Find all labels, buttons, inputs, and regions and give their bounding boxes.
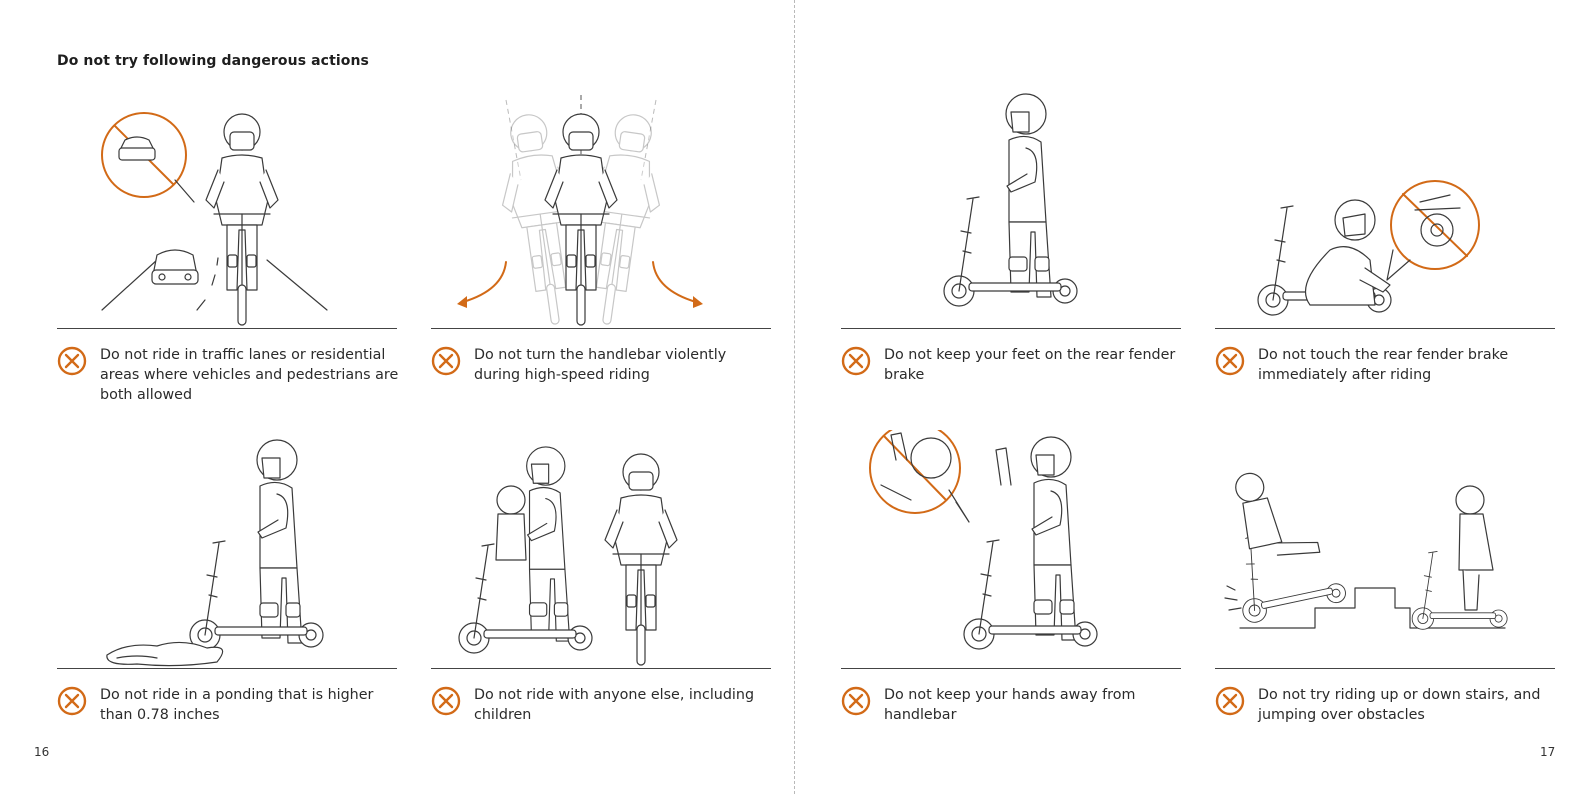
warning-caption: Do not turn the handlebar violently duri… — [474, 347, 727, 383]
ground-line — [431, 328, 771, 329]
warning-caption: Do not keep your hands away from handleb… — [884, 687, 1136, 723]
warning-caption: Do not keep your feet on the rear fender… — [884, 347, 1176, 383]
stairs-jumping-illustration — [1224, 472, 1508, 630]
prohibited-x-circle-icon — [841, 346, 871, 376]
prohibited-x-circle-icon — [1215, 346, 1245, 376]
warning-caption: Do not try riding up or down stairs, and… — [1258, 687, 1541, 723]
ground-line — [57, 668, 397, 669]
prohibited-x-circle-icon — [57, 686, 87, 716]
two-riders-illustration — [458, 446, 678, 666]
page-number-right: 17 — [1540, 745, 1556, 759]
ponding-illustration — [106, 439, 324, 667]
section-heading: Do not try following dangerous actions — [57, 53, 369, 69]
hot-brake-illustration — [1257, 180, 1480, 316]
ground-line — [57, 328, 397, 329]
warning-caption: Do not ride in a ponding that is higher … — [100, 687, 374, 723]
prohibited-x-circle-icon — [57, 346, 87, 376]
warning-caption: Do not touch the rear fender brake immed… — [1258, 347, 1509, 383]
car-icon — [151, 249, 199, 285]
ground-line — [841, 668, 1181, 669]
page-number-left: 16 — [34, 745, 50, 759]
ground-line — [431, 668, 771, 669]
prohibited-x-circle-icon — [431, 686, 461, 716]
handlebar-turn-illustration — [457, 95, 703, 330]
hands-off-illustration — [869, 430, 1098, 650]
page-divider — [794, 0, 795, 794]
warning-caption: Do not ride in traffic lanes or resident… — [100, 347, 399, 403]
ground-line — [1215, 328, 1555, 329]
traffic-lane-illustration — [101, 112, 328, 326]
warning-caption: Do not ride with anyone else, including … — [474, 687, 755, 723]
ground-line — [841, 328, 1181, 329]
ground-line — [1215, 668, 1555, 669]
prohibited-x-circle-icon — [841, 686, 871, 716]
foot-on-brake-illustration — [943, 93, 1078, 307]
prohibited-x-circle-icon — [431, 346, 461, 376]
prohibited-x-circle-icon — [1215, 686, 1245, 716]
